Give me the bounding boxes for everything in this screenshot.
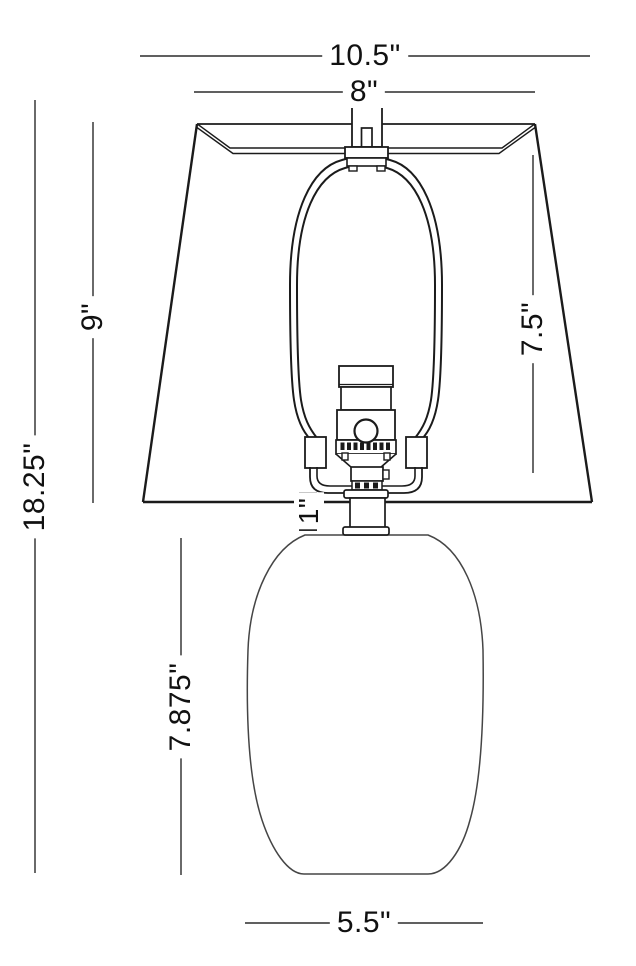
neck-bottom-flange bbox=[342, 526, 390, 536]
finial-stem bbox=[360, 127, 373, 148]
dim-label-neck-height: 1" bbox=[293, 492, 324, 530]
harp-top-foot-left bbox=[348, 165, 358, 172]
harp-top-bracket bbox=[344, 146, 389, 159]
dim-label-base-width: 5.5" bbox=[329, 907, 399, 939]
dim-label-shade-bottom-width: 10.5" bbox=[322, 40, 408, 72]
base-body bbox=[246, 534, 484, 875]
neck-cylinder bbox=[349, 497, 386, 529]
harp-top-foot-right bbox=[376, 165, 386, 172]
dim-label-overall-height: 18.25" bbox=[18, 435, 51, 539]
neck-top-flange bbox=[343, 489, 389, 499]
socket-shoulder-lug-left bbox=[341, 452, 349, 461]
shade-right-edge bbox=[533, 123, 594, 503]
socket bbox=[335, 365, 397, 491]
socket-base-tab bbox=[382, 469, 390, 480]
socket-shoulder-lug-right bbox=[383, 452, 391, 461]
dim-label-harp-height: 9" bbox=[76, 295, 109, 339]
neck bbox=[342, 489, 390, 536]
socket-switch-knob bbox=[353, 418, 379, 444]
socket-upper-shell bbox=[340, 386, 392, 411]
socket-vent-holes bbox=[340, 442, 390, 450]
harp-top-bar bbox=[346, 157, 387, 167]
dim-label-shade-height: 7.5" bbox=[516, 294, 549, 364]
shade-left-edge bbox=[141, 123, 199, 503]
socket-base-cap bbox=[350, 466, 384, 482]
harp-ferrule-right bbox=[405, 436, 428, 469]
socket-thread-marks bbox=[355, 482, 378, 489]
dim-label-shade-top-width: 8" bbox=[342, 76, 386, 108]
harp-ferrule-left bbox=[304, 436, 327, 469]
dim-label-body-height: 7.875" bbox=[164, 655, 197, 759]
finial bbox=[344, 100, 389, 172]
